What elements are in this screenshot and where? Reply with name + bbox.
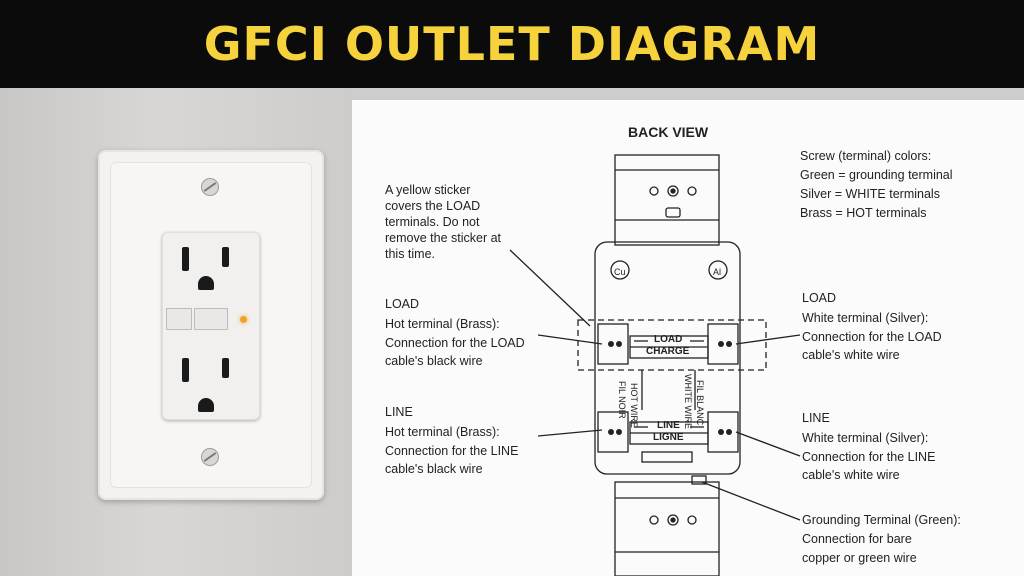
title-banner: GFCI OUTLET DIAGRAM	[0, 0, 1024, 88]
device-label-charge: CHARGE	[646, 346, 690, 357]
device-label-ligne: LIGNE	[653, 432, 684, 443]
page-title: GFCI OUTLET DIAGRAM	[203, 17, 821, 71]
plate-screw-bottom	[201, 448, 219, 466]
device-label-al: Al	[713, 267, 722, 277]
diagram-lines	[509, 154, 801, 576]
reset-button	[194, 308, 228, 330]
device-body	[594, 241, 741, 475]
device-label-fil-blanc: FIL BLANC	[695, 380, 705, 426]
back-view-title: BACK VIEW	[628, 124, 709, 140]
bottom-outlet-slot-left	[182, 358, 189, 382]
top-outlet-slot-left	[182, 247, 189, 271]
back-view-diagram: BACK VIEW A yellow sticker covers the LO…	[352, 100, 1024, 576]
bottom-mounting-strap	[614, 481, 720, 576]
status-led	[240, 316, 247, 323]
bottom-outlet-slot-right	[222, 358, 229, 378]
device-label-cu: Cu	[614, 267, 626, 277]
bottom-outlet-ground	[198, 398, 214, 412]
top-outlet-ground	[198, 276, 214, 290]
top-mounting-strap	[614, 154, 720, 246]
top-outlet-slot-right	[222, 247, 229, 267]
device-label-fil-noir: FIL NOIR	[617, 381, 627, 419]
load-sticker-outline	[577, 319, 767, 371]
device-label-load: LOAD	[654, 334, 683, 345]
plate-screw-top	[201, 178, 219, 196]
device-label-line: LINE	[657, 420, 680, 431]
test-button	[166, 308, 192, 330]
